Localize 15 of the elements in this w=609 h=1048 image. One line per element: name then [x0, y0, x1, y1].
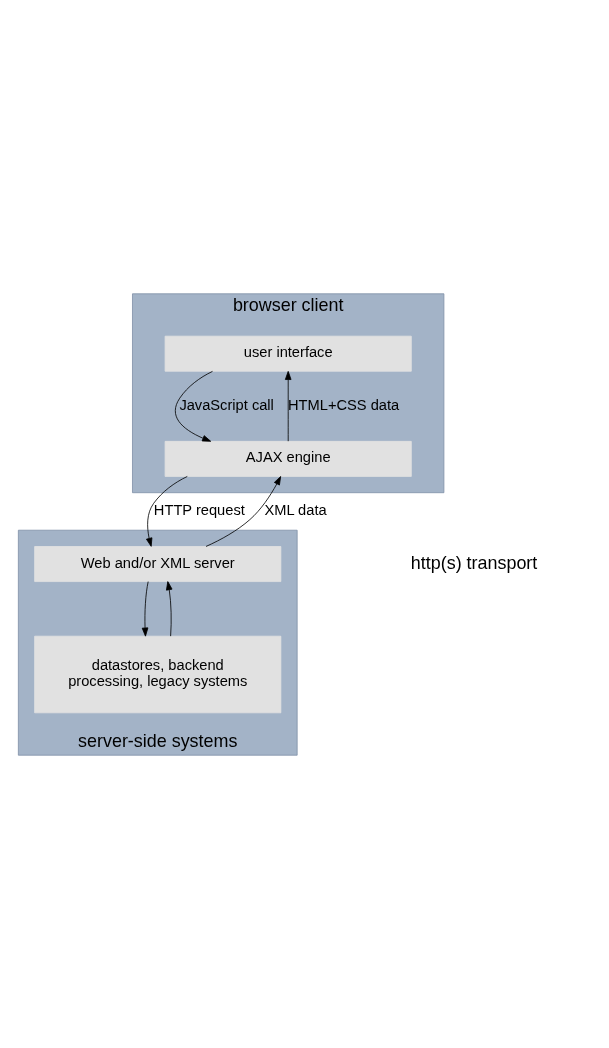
label: http(s) transport — [410, 552, 538, 573]
node-box: Web and/or XML server — [34, 545, 282, 582]
arrow — [146, 475, 188, 547]
edge-label: JavaScript call — [179, 396, 274, 413]
edge-label: HTTP request — [153, 501, 245, 518]
arrow — [284, 370, 292, 442]
edge-label: HTML+CSS data — [288, 396, 400, 413]
arrow — [141, 580, 149, 637]
arrow — [205, 475, 282, 547]
node-box: datastores, backend processing, legacy systems — [34, 635, 282, 713]
arrow — [174, 370, 213, 442]
arrow — [166, 580, 173, 637]
node-box: user interface — [164, 335, 412, 372]
edge-label: XML data — [264, 501, 327, 518]
node-box: AJAX engine — [164, 440, 412, 477]
